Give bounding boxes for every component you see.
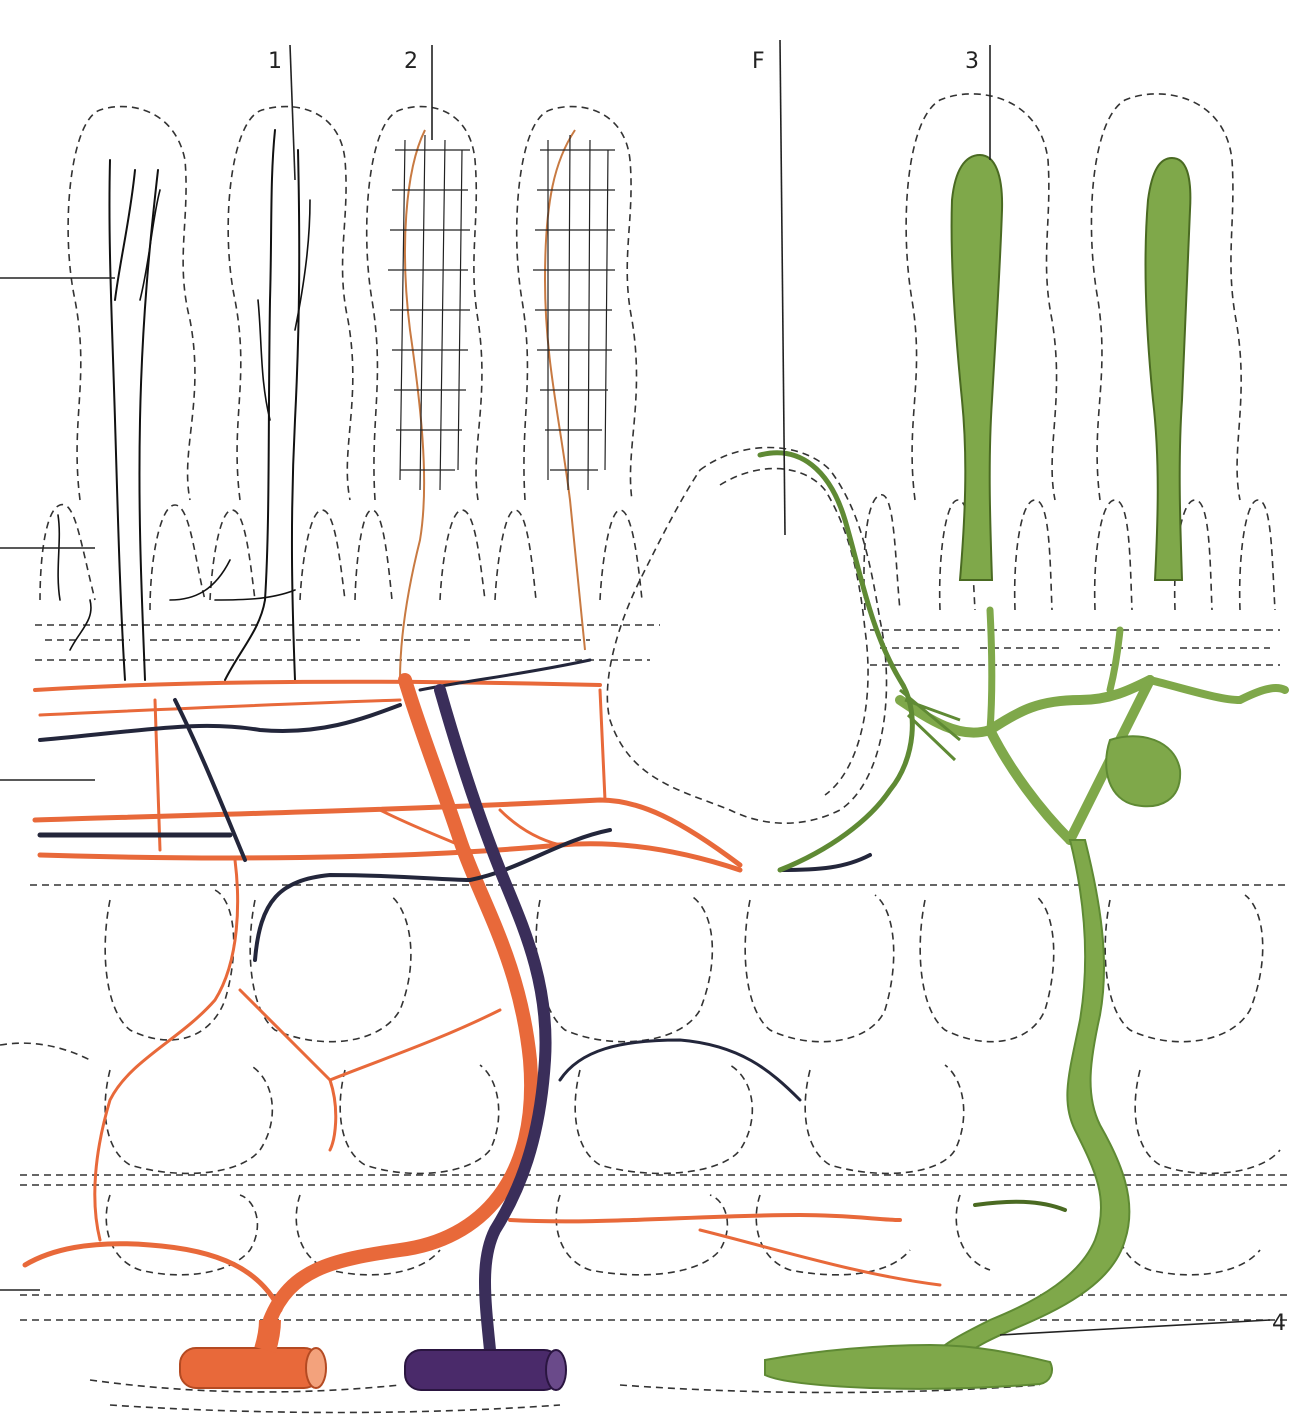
tissue-outlines	[0, 94, 1290, 1413]
label-1: 1	[268, 49, 282, 74]
vein-cut-end	[405, 1350, 560, 1390]
nerve-fibers	[58, 130, 310, 680]
label-f: F	[752, 49, 765, 74]
label-3: 3	[965, 49, 979, 74]
venous-vessels	[40, 660, 870, 1390]
villus-capillary-networks	[388, 130, 615, 680]
artery-cut-end	[180, 1348, 320, 1388]
lacteal-2	[1146, 158, 1191, 580]
lacteal-1	[952, 155, 1003, 580]
label-2: 2	[404, 49, 418, 74]
label-4: 4	[1272, 1311, 1286, 1336]
lymphatic-vessels	[760, 155, 1285, 1389]
villus-3-mesh	[388, 135, 470, 490]
